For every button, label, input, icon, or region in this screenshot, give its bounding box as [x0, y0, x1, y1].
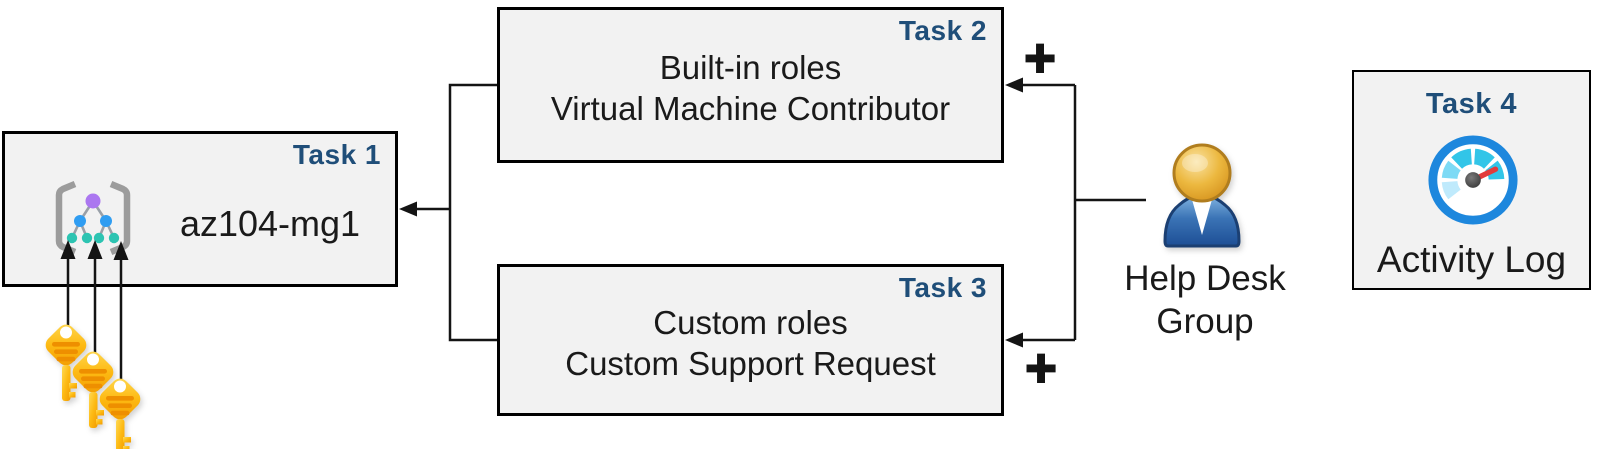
task3-label: Task 3: [898, 272, 987, 303]
task4-box: Task 4 Activity Log: [1352, 70, 1591, 290]
task3-line2: Custom Support Request: [565, 345, 936, 382]
gauge-icon: [1428, 135, 1518, 225]
key-icons: [41, 320, 145, 449]
help-desk-line1: Help Desk: [1124, 259, 1286, 298]
task2-text: Built-in roles Virtual Machine Contribut…: [506, 22, 995, 154]
plus-sign-task3: +: [1024, 338, 1058, 398]
help-desk-group-label: Help Desk Group: [1105, 257, 1305, 343]
head-highlight: [1182, 154, 1208, 172]
task4-label: Task 4: [1425, 88, 1518, 120]
connector-paths: [66, 83, 1146, 390]
arrow-into-task2: [1005, 77, 1023, 93]
arrow-into-task3: [1005, 332, 1023, 348]
management-group-name: az104-mg1: [179, 203, 361, 244]
task3-line1: Custom roles: [653, 304, 848, 341]
task3-text: Custom roles Custom Support Request: [506, 279, 995, 407]
task2-line2: Virtual Machine Contributor: [550, 90, 951, 127]
management-group-icon: [55, 181, 131, 255]
gauge-hub: [1465, 172, 1481, 188]
user-icon: [1163, 143, 1241, 248]
task3-box: Task 3 Custom roles Custom Support Reque…: [497, 264, 1004, 416]
arrowheads: [60, 77, 1023, 348]
task2-label: Task 2: [898, 15, 987, 46]
help-desk-line2: Group: [1156, 302, 1254, 341]
task2-line1: Built-in roles: [659, 49, 842, 86]
task2-box: Task 2 Built-in roles Virtual Machine Co…: [497, 7, 1004, 163]
task1-label: Task 1: [292, 139, 381, 170]
plus-sign-task2: +: [1023, 28, 1057, 88]
arrow-into-task1: [399, 201, 417, 217]
activity-log-caption: Activity Log: [1376, 239, 1567, 280]
key-arrow-3: [113, 241, 129, 260]
person-head: [1172, 143, 1232, 203]
key-arrow-2: [87, 240, 103, 259]
person-collar: [1191, 196, 1213, 235]
key-arrow-1: [60, 240, 76, 259]
root-node: [85, 193, 101, 209]
left-bracket: [55, 181, 77, 255]
right-bracket: [109, 181, 131, 255]
